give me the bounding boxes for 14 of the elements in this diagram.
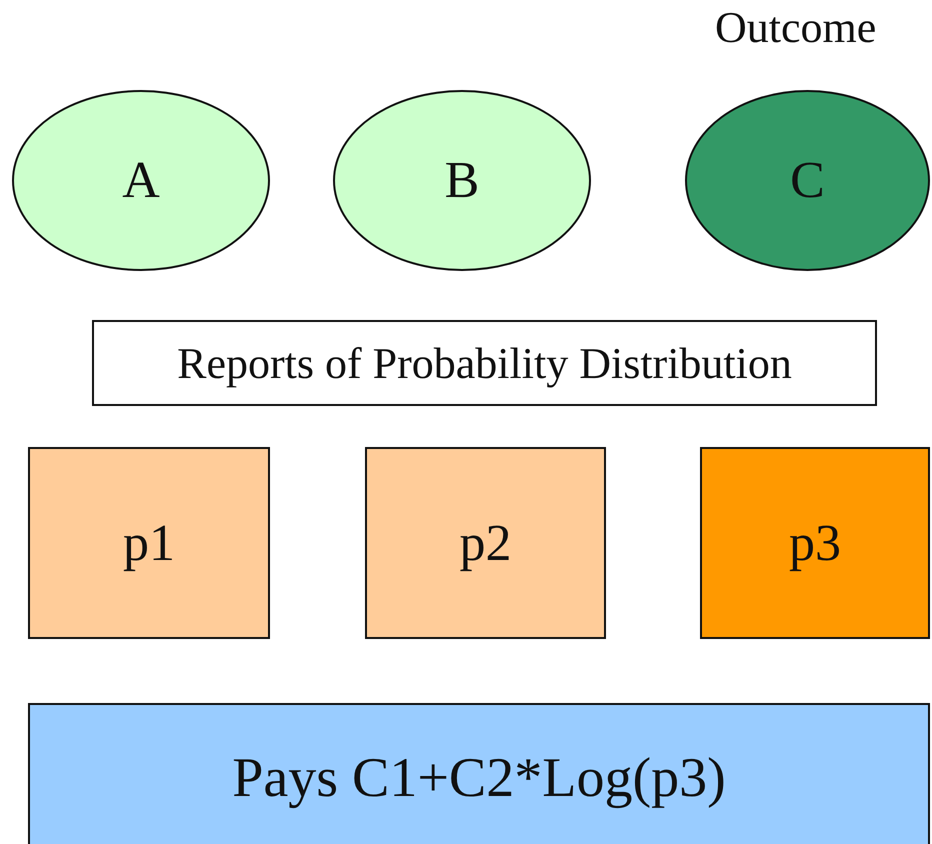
label-box <box>92 320 877 406</box>
node-label: B <box>444 151 480 210</box>
square-node <box>28 447 270 639</box>
node-label: A <box>122 151 160 210</box>
heading-text: Outcome <box>715 2 876 53</box>
node-label: p3 <box>789 514 841 572</box>
square-node <box>365 447 606 639</box>
square-node <box>700 447 930 639</box>
node-label: Pays C1+C2*Log(p3) <box>232 746 726 810</box>
node-label: C <box>790 151 825 210</box>
node-label: Reports of Probability Distribution <box>177 338 792 388</box>
payment-bar <box>28 703 930 844</box>
node-label: p2 <box>460 514 512 572</box>
node-label: p1 <box>123 514 175 572</box>
